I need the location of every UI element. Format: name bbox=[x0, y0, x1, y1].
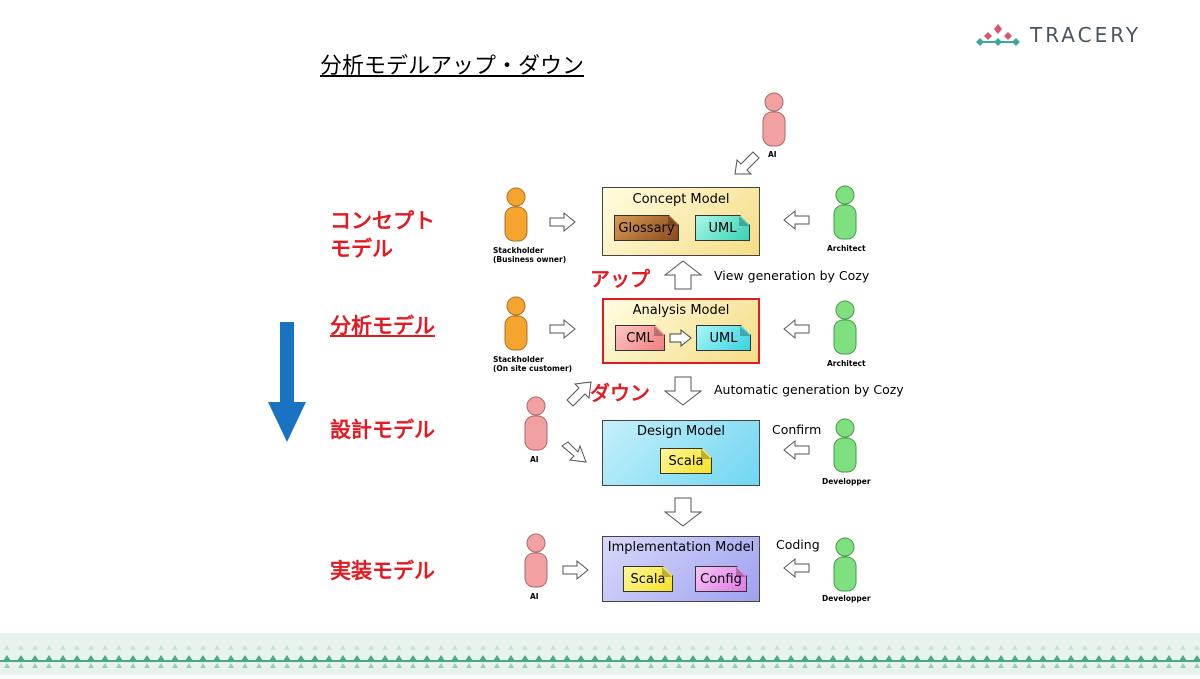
config-doc: Config bbox=[695, 566, 747, 592]
down-arrow-hollow-icon bbox=[663, 376, 703, 406]
confirm-note: Confirm bbox=[772, 422, 822, 437]
logo-text: TRACERY bbox=[1030, 23, 1142, 47]
architect-person-icon bbox=[833, 300, 857, 355]
up-label: アップ bbox=[590, 267, 650, 291]
level-design: 設計モデル bbox=[330, 418, 435, 442]
down-note: Automatic generation by Cozy bbox=[714, 382, 904, 397]
down-label: ダウン bbox=[590, 381, 650, 405]
arrow-right-icon bbox=[549, 211, 576, 233]
coding-note: Coding bbox=[776, 537, 820, 552]
down-arrow-hollow-icon bbox=[663, 497, 703, 527]
up-arrow-icon bbox=[663, 260, 703, 290]
tracery-logo-icon bbox=[976, 24, 1020, 46]
stakeholder-site-label-2: (On site customer) bbox=[493, 364, 573, 373]
ai-top-label: AI bbox=[768, 150, 777, 159]
ai-person-icon bbox=[524, 533, 548, 588]
decorative-border bbox=[0, 633, 1200, 675]
ai-impl-label: AI bbox=[530, 592, 539, 601]
up-note: View generation by Cozy bbox=[714, 268, 870, 283]
cml-doc: CML bbox=[615, 325, 665, 351]
level-concept-line2: モデル bbox=[330, 237, 393, 261]
arrow-left-icon bbox=[783, 318, 810, 340]
border-pattern-icon bbox=[0, 633, 1200, 675]
stakeholder-business-label-2: (Business owner) bbox=[493, 255, 567, 264]
tracery-logo: TRACERY bbox=[976, 20, 1141, 50]
cml-to-uml-arrow-icon bbox=[669, 328, 692, 348]
ai-design-label: AI bbox=[530, 455, 539, 464]
developer-person-icon bbox=[833, 418, 857, 473]
page-title: 分析モデルアップ・ダウン bbox=[320, 54, 585, 79]
arrow-right-icon bbox=[549, 318, 576, 340]
developer-design-label: Developper bbox=[822, 477, 871, 486]
arrow-left-icon bbox=[783, 209, 810, 231]
analysis-model-title: Analysis Model bbox=[632, 303, 730, 318]
arrow-right-icon bbox=[562, 559, 589, 581]
design-model-title: Design Model bbox=[636, 424, 726, 439]
concept-model-box: Concept Model Glossary UML bbox=[602, 187, 760, 256]
developer-person-icon bbox=[833, 537, 857, 592]
arrow-ai-to-concept-icon bbox=[734, 151, 760, 175]
level-concept-line1: コンセプト bbox=[330, 209, 435, 233]
arrow-left-icon bbox=[783, 439, 810, 461]
scala-doc: Scala bbox=[660, 448, 712, 474]
glossary-doc: Glossary bbox=[614, 215, 679, 241]
architect-person-icon bbox=[833, 185, 857, 240]
stakeholder-site-label-1: Stackholder bbox=[493, 355, 544, 364]
arrow-ai-to-design-icon bbox=[561, 441, 587, 463]
stakeholder-person-icon bbox=[504, 187, 528, 242]
architect-concept-label: Architect bbox=[827, 244, 866, 253]
stakeholder-business-label-1: Stackholder bbox=[493, 246, 544, 255]
developer-impl-label: Developper bbox=[822, 594, 871, 603]
ai-person-icon bbox=[524, 396, 548, 451]
uml-doc: UML bbox=[696, 325, 751, 351]
architect-analysis-label: Architect bbox=[827, 359, 866, 368]
arrow-left-icon bbox=[783, 557, 810, 579]
ai-person-icon bbox=[762, 92, 786, 147]
level-implementation: 実装モデル bbox=[330, 559, 435, 583]
arrow-up-right-icon bbox=[566, 381, 592, 407]
down-arrow-icon bbox=[268, 322, 306, 442]
concept-model-title: Concept Model bbox=[632, 192, 730, 207]
design-model-box: Design Model Scala bbox=[602, 420, 760, 486]
uml-doc: UML bbox=[695, 215, 750, 241]
stakeholder-person-icon bbox=[504, 296, 528, 351]
analysis-model-box: Analysis Model CML UML bbox=[602, 298, 760, 364]
scala-doc: Scala bbox=[623, 566, 673, 592]
level-analysis: 分析モデル bbox=[330, 314, 435, 338]
implementation-model-box: Implementation Model Scala Config bbox=[602, 536, 760, 602]
implementation-model-title: Implementation Model bbox=[607, 540, 755, 555]
